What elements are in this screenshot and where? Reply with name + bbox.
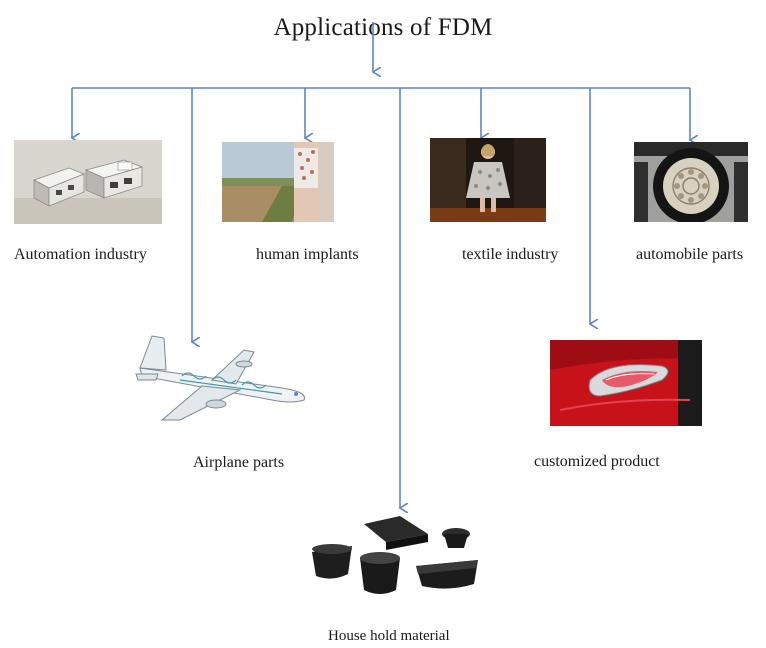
human-implants-label: human implants bbox=[256, 246, 359, 263]
textile-industry-image bbox=[430, 138, 546, 222]
customized-product-label: customized product bbox=[534, 453, 660, 470]
diagram-title: Applications of FDM bbox=[273, 14, 493, 41]
textile-industry-label: textile industry bbox=[462, 246, 559, 263]
human-implants-image bbox=[222, 142, 334, 222]
airplane-parts-label: Airplane parts bbox=[193, 454, 285, 471]
airplane-parts-image bbox=[132, 330, 312, 424]
automobile-parts-label: automobile parts bbox=[636, 246, 744, 263]
automation-industry-image bbox=[14, 140, 162, 224]
household-material-label: House hold material bbox=[328, 628, 450, 644]
household-material-image bbox=[308, 512, 484, 606]
customized-product-image bbox=[550, 340, 702, 426]
automation-industry-label: Automation industry bbox=[14, 246, 147, 263]
automobile-parts-image bbox=[634, 142, 748, 222]
